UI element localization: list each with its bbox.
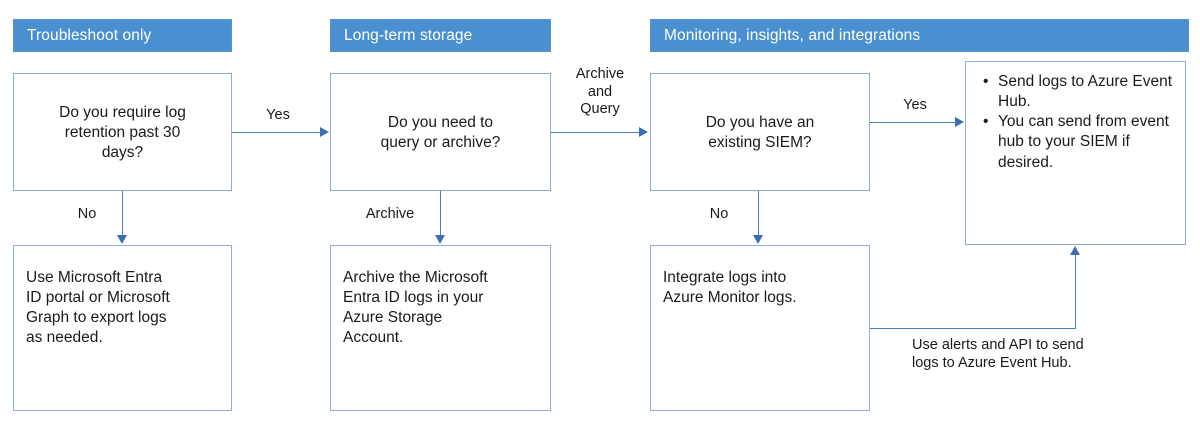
event-hub-actions-bullet-list: Send logs to Azure Event Hub. You can se… — [976, 72, 1177, 173]
edge-label-retention-no: No — [77, 206, 97, 222]
section-header-long-term-storage: Long-term storage — [330, 19, 551, 52]
edge-label-retention-yes: Yes — [266, 107, 290, 123]
node-azure-monitor-text: Integrate logs into Azure Monitor logs. — [663, 269, 797, 307]
node-archive-storage-text: Archive the Microsoft Entra ID logs in y… — [343, 269, 488, 347]
arrowhead-retention-yes — [320, 126, 329, 137]
node-existing-siem-text: Do you have an existing SIEM? — [705, 114, 815, 152]
connector-monitor-to-eventhub-vertical — [1075, 255, 1076, 328]
section-header-label: Monitoring, insights, and integrations — [664, 26, 921, 44]
arrowhead-archive-only — [434, 235, 445, 244]
list-item: Send logs to Azure Event Hub. — [983, 72, 1177, 112]
connector-siem-yes — [870, 122, 957, 123]
node-archive-storage: Archive the Microsoft Entra ID logs in y… — [330, 245, 551, 411]
arrowhead-retention-no — [116, 235, 127, 244]
connector-siem-no — [758, 191, 759, 237]
node-require-retention: Do you require log retention past 30 day… — [13, 73, 232, 191]
list-item: You can send from event hub to your SIEM… — [983, 112, 1177, 172]
edge-label-archive-only: Archive — [365, 206, 415, 222]
connector-retention-no — [122, 191, 123, 237]
connector-monitor-to-eventhub-horizontal — [870, 328, 1076, 329]
edge-label-monitor-to-eventhub: Use alerts and API to send logs to Azure… — [912, 337, 1084, 371]
node-export-logs: Use Microsoft Entra ID portal or Microso… — [13, 245, 232, 411]
section-header-label: Troubleshoot only — [27, 26, 152, 44]
arrowhead-siem-yes — [955, 116, 964, 127]
arrowhead-siem-no — [752, 235, 763, 244]
connector-retention-yes — [232, 132, 322, 133]
connector-archive-only — [440, 191, 441, 237]
edge-label-siem-no: No — [709, 206, 729, 222]
node-require-retention-text: Do you require log retention past 30 day… — [59, 104, 186, 162]
edge-label-archive-and-query: Archive and Query — [575, 66, 625, 118]
node-event-hub-actions: Send logs to Azure Event Hub. You can se… — [965, 61, 1186, 245]
arrowhead-archive-and-query — [639, 126, 648, 137]
section-header-troubleshoot: Troubleshoot only — [13, 19, 232, 52]
node-existing-siem: Do you have an existing SIEM? — [650, 73, 870, 191]
node-azure-monitor: Integrate logs into Azure Monitor logs. — [650, 245, 870, 411]
edge-label-siem-yes: Yes — [903, 97, 927, 113]
node-export-logs-text: Use Microsoft Entra ID portal or Microso… — [26, 269, 170, 347]
node-query-or-archive: Do you need to query or archive? — [330, 73, 551, 191]
section-header-monitoring: Monitoring, insights, and integrations — [650, 19, 1189, 52]
section-header-label: Long-term storage — [344, 26, 473, 44]
arrowhead-monitor-to-eventhub — [1069, 246, 1080, 255]
connector-archive-and-query — [551, 132, 641, 133]
node-query-or-archive-text: Do you need to query or archive? — [380, 114, 501, 152]
